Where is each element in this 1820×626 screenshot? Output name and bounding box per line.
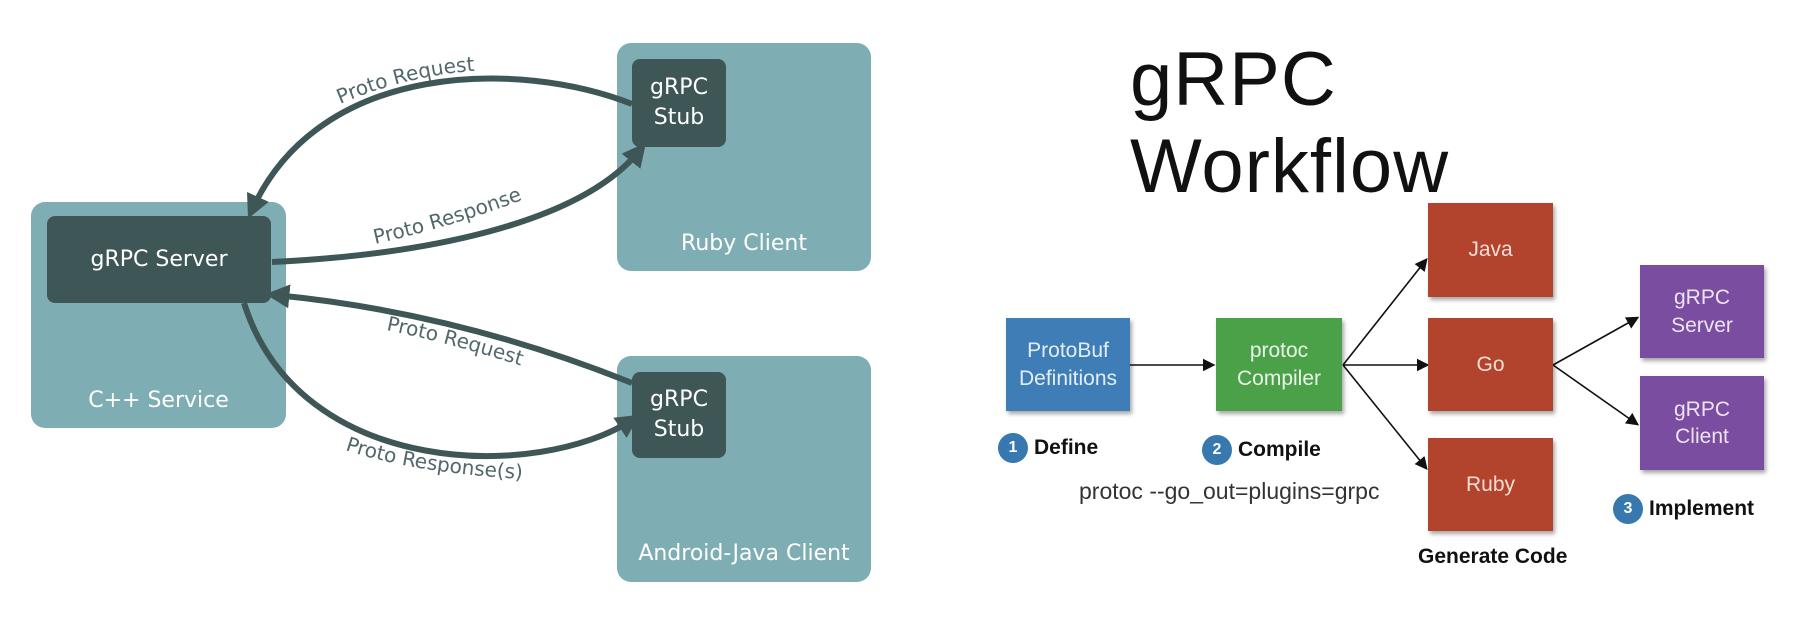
protobuf-definitions-box: ProtoBuf Definitions: [1006, 318, 1130, 411]
go-box: Go: [1428, 318, 1553, 411]
step-number-badge: 1: [998, 433, 1028, 463]
cpp-service-label: C++ Service: [88, 388, 229, 413]
grpc-client-box-workflow: gRPC Client: [1640, 376, 1764, 470]
arrow-android-request: [265, 284, 634, 386]
step-label: Compile: [1238, 438, 1321, 461]
arrow-go-to-client: [1552, 364, 1640, 426]
protoc-command: protoc --go_out=plugins=grpc: [1079, 478, 1380, 504]
java-box: Java: [1428, 203, 1553, 297]
workflow-title: gRPC Workflow: [1130, 37, 1450, 209]
arrow-ruby-request: [247, 75, 634, 219]
grpc-server-box: gRPC Server: [47, 216, 271, 303]
arrow-ruby-response: [271, 142, 647, 265]
generate-code-label: Generate Code: [1418, 545, 1568, 568]
grpc-server-box-workflow: gRPC Server: [1640, 265, 1764, 358]
ruby-box: Ruby: [1428, 438, 1553, 531]
arrow-go-to-server: [1552, 316, 1640, 366]
ruby-client-label: Ruby Client: [681, 231, 807, 256]
step-number-badge: 3: [1613, 494, 1643, 524]
step-define: 1 Define: [998, 433, 1098, 463]
arrow-protoc-to-java: [1342, 257, 1428, 366]
android-client-label: Android-Java Client: [638, 541, 850, 566]
android-request-label: Proto Request: [385, 311, 527, 370]
arrow-protoc-to-ruby: [1342, 364, 1428, 470]
step-number-badge: 2: [1202, 435, 1232, 465]
step-implement: 3 Implement: [1613, 494, 1754, 524]
ruby-grpc-stub-box: gRPC Stub: [632, 59, 726, 147]
step-label: Implement: [1649, 497, 1755, 520]
android-grpc-stub-box: gRPC Stub: [632, 372, 726, 458]
arrow-android-response: [241, 302, 641, 460]
step-compile: 2 Compile: [1202, 435, 1321, 465]
protoc-compiler-box: protoc Compiler: [1216, 318, 1342, 411]
step-label: Define: [1034, 436, 1099, 459]
